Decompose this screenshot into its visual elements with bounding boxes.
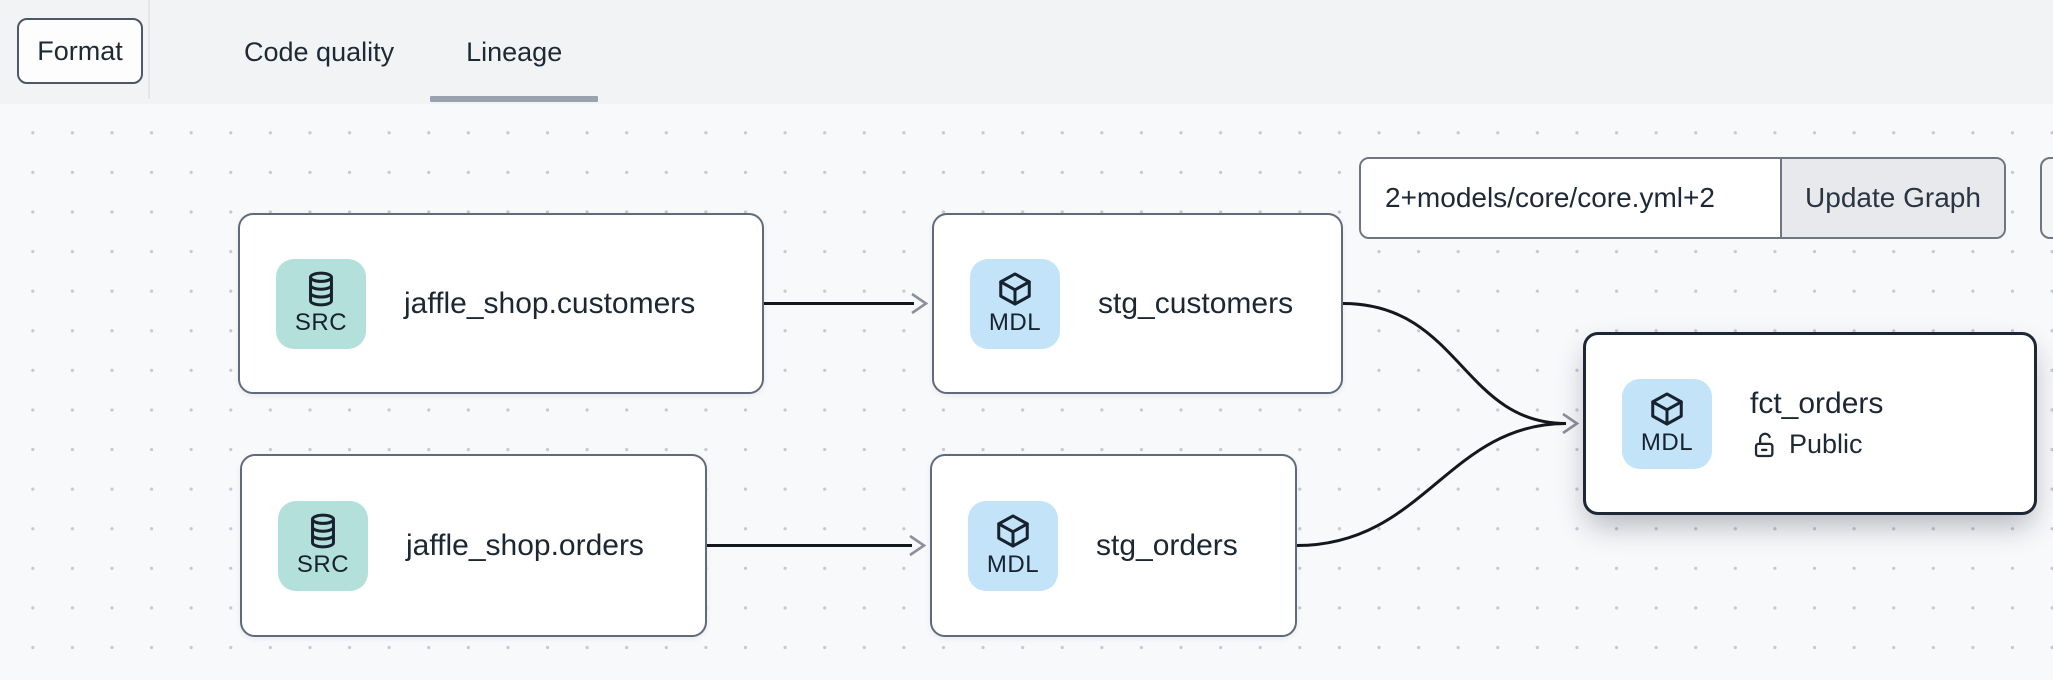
update-graph-button[interactable]: Update Graph — [1780, 159, 2004, 237]
arrowhead-icon — [1562, 412, 1580, 435]
access-label: Public — [1789, 429, 1863, 459]
node-jaffle-shop-orders[interactable]: SRC jaffle_shop.orders — [240, 454, 707, 637]
node-label: stg_orders — [1096, 528, 1238, 562]
lineage-canvas[interactable]: SRC jaffle_shop.customers MDL stg_custom… — [0, 104, 2053, 680]
cube-icon — [999, 272, 1031, 306]
arrowhead-icon — [911, 292, 929, 315]
node-stg-customers[interactable]: MDL stg_customers — [932, 213, 1343, 394]
edge-stg-orders-to-fct — [1296, 422, 1567, 547]
node-label: jaffle_shop.customers — [404, 286, 696, 320]
node-stg-orders[interactable]: MDL stg_orders — [930, 454, 1297, 637]
graph-control-group: Update Graph — [1359, 157, 2006, 239]
access-row: Public — [1750, 429, 1883, 460]
format-button[interactable]: Format — [17, 18, 143, 84]
header-bar: Format Code quality Lineage — [0, 0, 2053, 104]
arrowhead-icon — [909, 534, 927, 557]
database-icon — [309, 271, 333, 307]
lock-open-icon — [1754, 432, 1774, 458]
node-label: fct_orders — [1750, 387, 1884, 420]
model-badge: MDL — [1622, 378, 1712, 469]
badge-label: SRC — [296, 551, 350, 579]
model-badge: MDL — [970, 258, 1060, 349]
source-badge: SRC — [276, 258, 366, 349]
badge-label: SRC — [294, 309, 348, 337]
clipped-button[interactable] — [2040, 157, 2053, 239]
database-icon — [311, 513, 335, 549]
tab-code-quality[interactable]: Code quality — [244, 36, 395, 67]
node-label: jaffle_shop.orders — [406, 528, 644, 562]
node-label: stg_customers — [1098, 286, 1294, 320]
model-badge: MDL — [968, 500, 1058, 591]
header-divider — [148, 0, 150, 99]
cube-icon — [1651, 392, 1683, 426]
selector-input[interactable] — [1361, 159, 1780, 237]
badge-label: MDL — [988, 309, 1042, 337]
source-badge: SRC — [278, 500, 368, 591]
node-jaffle-shop-customers[interactable]: SRC jaffle_shop.customers — [238, 213, 764, 394]
tab-lineage[interactable]: Lineage — [430, 0, 599, 104]
badge-label: MDL — [1640, 429, 1694, 457]
badge-label: MDL — [986, 551, 1040, 579]
node-fct-orders[interactable]: MDL fct_orders Public — [1583, 332, 2037, 515]
tab-bar: Code quality Lineage — [208, 0, 599, 104]
node-body: fct_orders Public — [1750, 387, 1883, 460]
edge-layer — [707, 292, 1580, 557]
cube-icon — [997, 514, 1029, 548]
edge-stg-customers-to-fct — [1342, 302, 1567, 425]
